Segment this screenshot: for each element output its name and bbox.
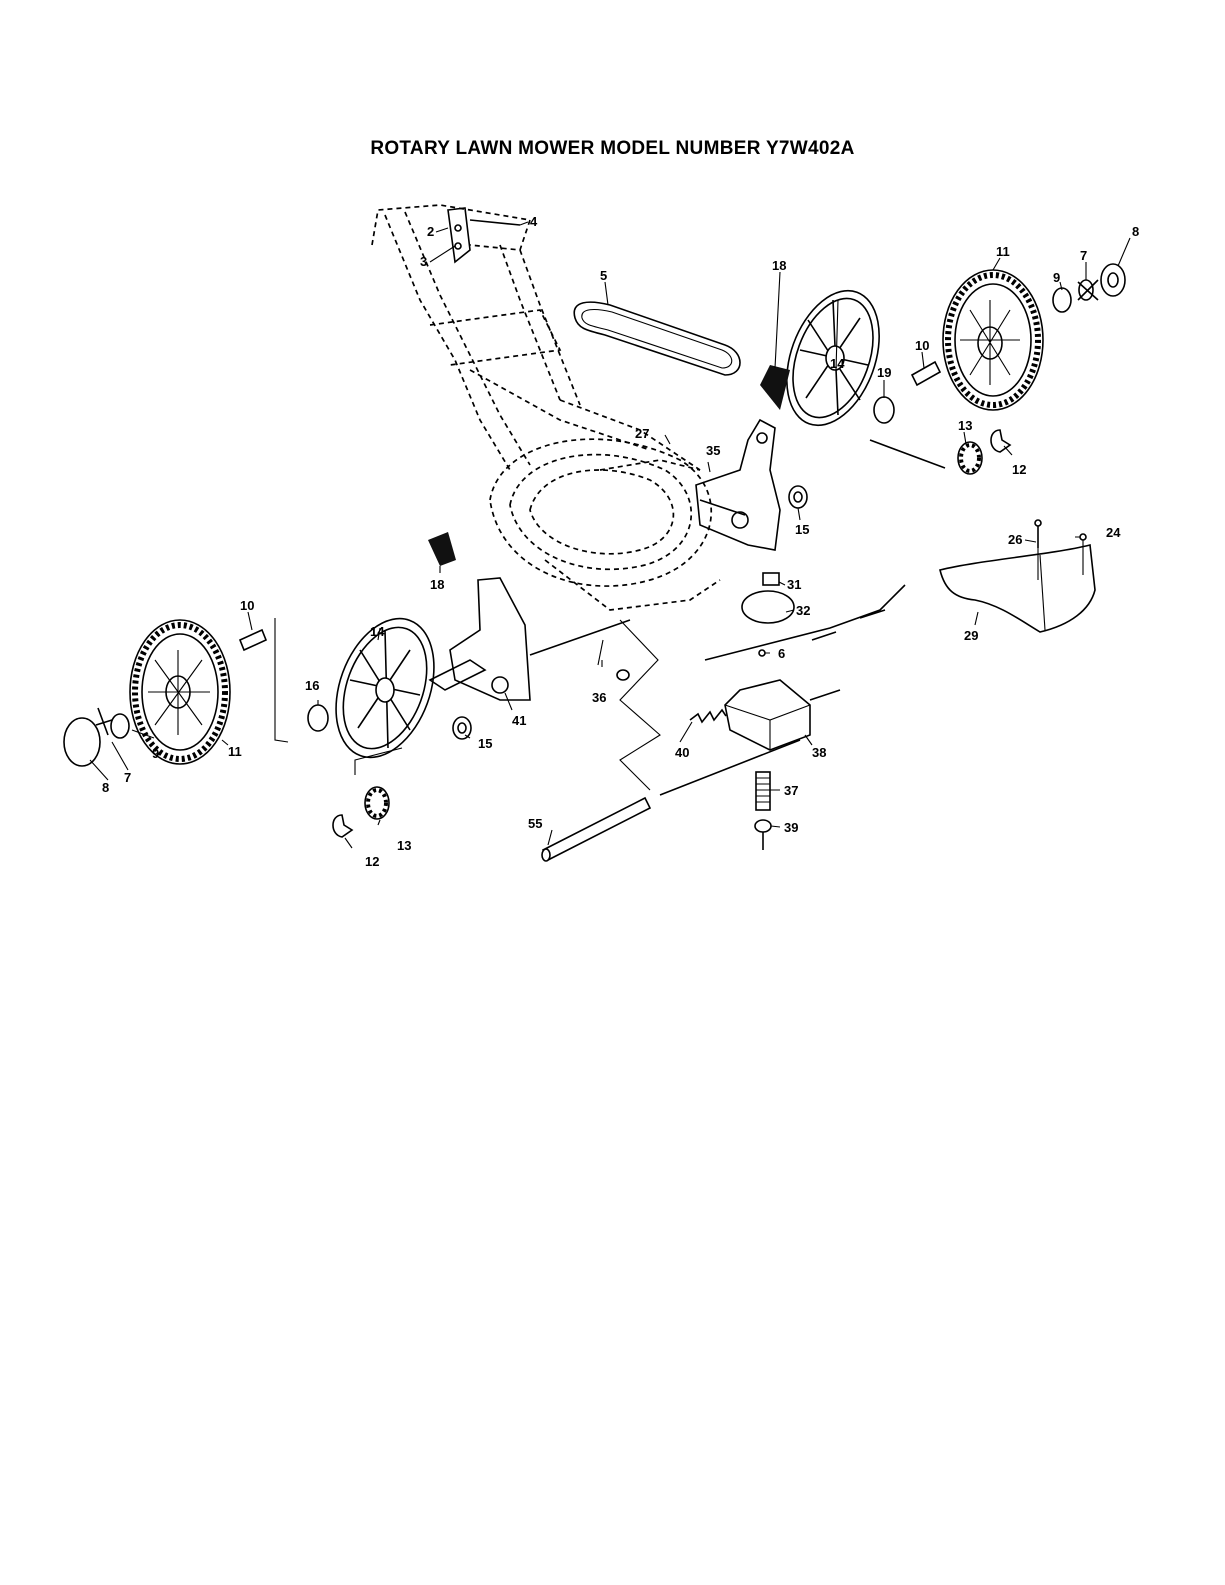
callout-26: 26 [1008, 532, 1022, 547]
callout-13-right: 13 [958, 418, 972, 433]
callout-12-right: 12 [1012, 462, 1026, 477]
callout-10-right: 10 [915, 338, 929, 353]
callout-10-left: 10 [240, 598, 254, 613]
callout-14-right: 14 [830, 356, 845, 371]
callout-39: 39 [784, 820, 798, 835]
callout-36: 36 [592, 690, 606, 705]
callout-55: 55 [528, 816, 542, 831]
left-rear-wheel [130, 620, 230, 764]
callout-14-left: 14 [370, 624, 385, 639]
callout-7-left: 7 [124, 770, 131, 785]
callout-5: 5 [600, 268, 607, 283]
spring-37 [756, 772, 770, 810]
transmission-38 [725, 680, 840, 750]
callout-31: 31 [787, 577, 801, 592]
rear-shield-29 [940, 540, 1095, 632]
callout-15-left: 15 [478, 736, 492, 751]
callout-35: 35 [706, 443, 720, 458]
callout-8-right: 8 [1132, 224, 1139, 239]
right-washer-19 [874, 397, 894, 423]
screw-24 [1080, 534, 1086, 540]
screw-26 [1035, 520, 1041, 548]
left-grip-18 [428, 532, 456, 566]
left-pinion-13 [355, 748, 402, 819]
callout-18-left: 18 [430, 577, 444, 592]
callout-37: 37 [784, 783, 798, 798]
fastener-36 [598, 640, 629, 680]
right-grip-18 [760, 365, 790, 410]
knob-31 [763, 573, 779, 585]
right-clip-12 [991, 430, 1010, 452]
callout-3: 3 [420, 254, 427, 269]
callout-18-right: 18 [772, 258, 786, 273]
left-axle-bracket-41 [430, 578, 530, 700]
left-washer-16 [308, 705, 328, 731]
right-rear-wheel [943, 270, 1043, 410]
right-bushing-10 [912, 362, 940, 385]
left-drive-wheel-gear [318, 605, 452, 771]
tube-55 [542, 798, 650, 861]
axle-wire-route [620, 620, 660, 790]
callout-40: 40 [675, 745, 689, 760]
callout-32: 32 [796, 603, 810, 618]
nut-39 [755, 820, 771, 850]
callout-6: 6 [778, 646, 785, 661]
left-bushing-10 [240, 618, 288, 742]
callout-24: 24 [1106, 525, 1121, 540]
callout-12-left: 12 [365, 854, 379, 869]
callout-11-left: 11 [228, 744, 242, 759]
cover-32 [742, 591, 794, 623]
callout-labels: 2 3 4 5 11 9 7 8 19 14 18 10 13 12 27 35… [102, 214, 1139, 869]
callout-13-left: 13 [397, 838, 411, 853]
right-pinion-13 [870, 440, 982, 474]
callout-9-right: 9 [1053, 270, 1060, 285]
deck-phantom [490, 439, 720, 610]
left-hub-parts [64, 708, 129, 766]
callout-15-right: 15 [795, 522, 809, 537]
right-hub-parts [1053, 264, 1125, 312]
right-spacer-15 [789, 486, 807, 508]
callout-11-right: 11 [996, 244, 1010, 259]
left-spacer-15 [453, 717, 471, 739]
handle-assembly-phantom [372, 205, 700, 470]
callout-4: 4 [530, 214, 538, 229]
callout-7-right: 7 [1080, 248, 1087, 263]
callout-19: 19 [877, 365, 891, 380]
bolt-6 [759, 650, 765, 656]
right-axle-bracket-35 [696, 420, 780, 550]
callout-41: 41 [512, 713, 526, 728]
handle-bracket [448, 208, 520, 262]
drive-belt [574, 302, 740, 375]
drive-cable [705, 585, 905, 660]
callout-38: 38 [812, 745, 826, 760]
callout-8-left: 8 [102, 780, 109, 795]
spring-40 [690, 710, 726, 722]
callout-29: 29 [964, 628, 978, 643]
callout-2: 2 [427, 224, 434, 239]
callout-27: 27 [635, 426, 649, 441]
callout-9-left: 9 [152, 746, 159, 761]
left-clip-12 [333, 815, 352, 837]
callout-16: 16 [305, 678, 319, 693]
